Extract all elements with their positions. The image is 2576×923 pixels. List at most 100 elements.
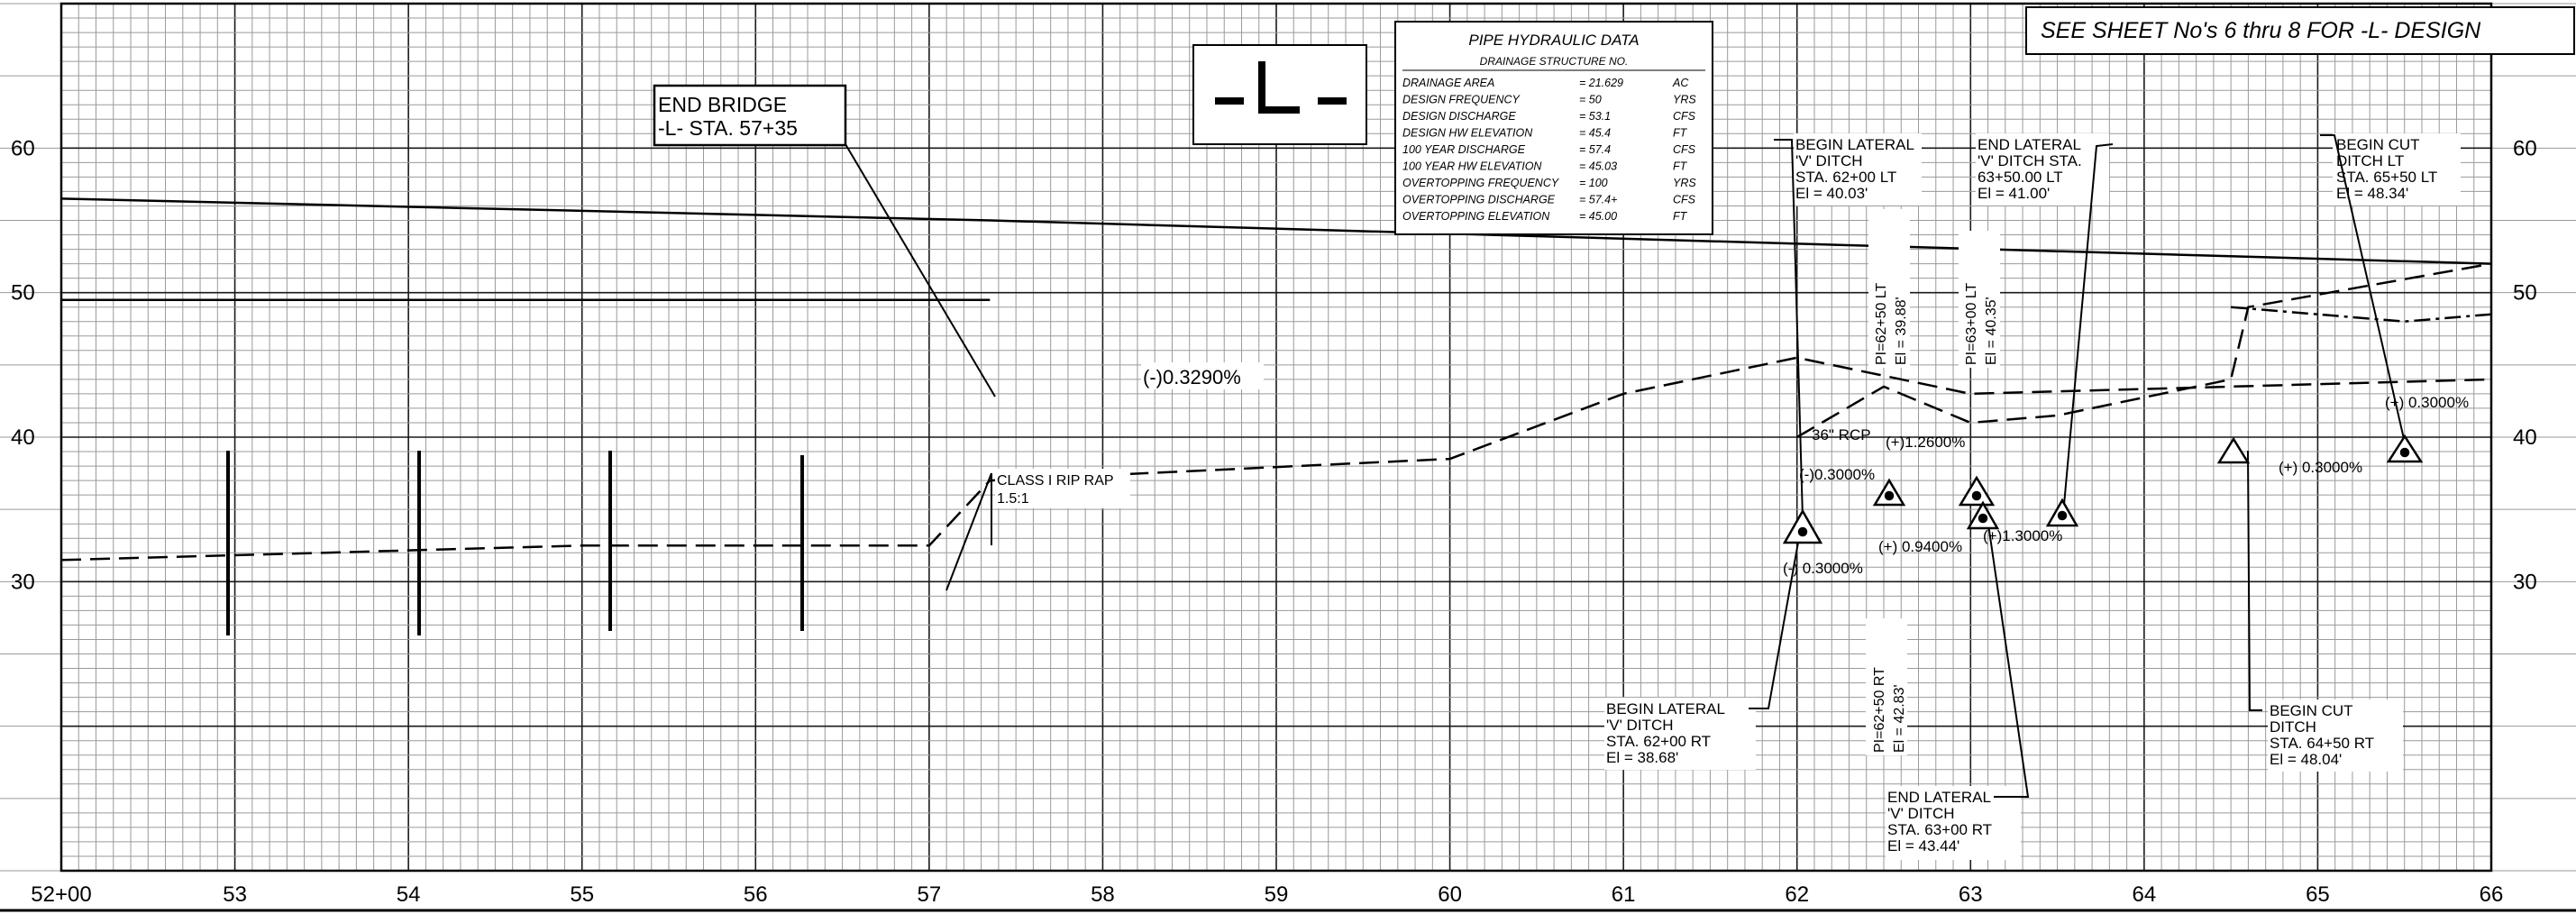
pi-marker-4: [1966, 500, 2000, 530]
profile-line-4: [1796, 262, 2492, 439]
hyd-row-label: DRAINAGE AREA: [1402, 77, 1494, 89]
note-line: STA. 62+00 RT: [1606, 733, 1711, 750]
note-line: STA. 65+50 LT: [2336, 169, 2437, 186]
note-line: 'V' DITCH: [1887, 805, 1955, 822]
ditch-grade-4: (+)1.3000%: [1983, 527, 2062, 544]
pi-markers: [1782, 434, 2424, 544]
hyd-row-unit: CFS: [1673, 143, 1696, 156]
note-line: El = 43.44': [1887, 837, 1959, 854]
end-bridge-box: [653, 84, 847, 147]
ditch-grade-2: (+)1.2600%: [1886, 434, 1965, 451]
pi-marker-1: [1782, 508, 1823, 544]
station-label: 55: [570, 882, 594, 907]
hyd-row-value: = 57.4: [1579, 143, 1611, 156]
hyd-row-label: OVERTOPPING FREQUENCY: [1402, 177, 1560, 189]
end-bridge-line1: END BRIDGE: [658, 93, 787, 116]
elevation-label-left: 30: [11, 570, 35, 594]
pi-6250-lt-label: PI=62+50 LT: [1874, 282, 1889, 365]
riprap-note-bg: [995, 469, 1130, 508]
note-line: El = 48.04': [2270, 751, 2342, 768]
elevation-label-right: 40: [2513, 425, 2537, 450]
end-bridge-leader: [845, 143, 996, 398]
hyd-row-unit: YRS: [1673, 177, 1696, 189]
note-line: BEGIN LATERAL: [1795, 136, 1914, 153]
begin-lateral-lt-leader: [1774, 139, 1804, 519]
elevation-label-left: 50: [11, 281, 35, 306]
hyd-row-value: = 57.4+: [1579, 194, 1617, 206]
pi-6250-rt-label: PI=62+50 RT: [1872, 667, 1887, 753]
station-label: 57: [918, 882, 942, 907]
hyd-row-value: = 53.1: [1579, 110, 1611, 123]
note-line: STA. 62+00 LT: [1795, 169, 1896, 186]
station-label: 64: [2133, 882, 2157, 907]
station-label: 59: [1265, 882, 1289, 907]
end-lateral-lt-leader: [2063, 143, 2114, 506]
ditch-grade-labels: 36" RCP (-)0.3000% (+)1.2600% (+) 0.9400…: [1783, 394, 2469, 577]
pi-6300-lt-el: El = 40.35': [1984, 297, 1999, 365]
hyd-row-unit: FT: [1673, 210, 1688, 223]
pi-6250-lt-bg: [1868, 209, 1910, 368]
hyd-row-value: = 50: [1579, 94, 1602, 106]
note-line: STA. 63+00 RT: [1887, 821, 1992, 838]
riprap-note-line2: 1.5:1: [997, 491, 1029, 507]
station-label: 53: [223, 882, 247, 907]
pi-marker-3: [1958, 475, 1996, 507]
station-label: 65: [2306, 882, 2330, 907]
hydraulic-data-subtitle: DRAINAGE STRUCTURE NO.: [1480, 55, 1629, 68]
hyd-row-label: 100 YEAR DISCHARGE: [1402, 143, 1526, 156]
station-label: 52+00: [31, 882, 91, 907]
grade-label: (-)0.3290%: [1143, 366, 1241, 388]
hyd-row-value: = 21.629: [1579, 77, 1623, 89]
hyd-row-label: OVERTOPPING DISCHARGE: [1402, 194, 1556, 206]
note-line: DITCH LT: [2336, 152, 2404, 169]
station-label: 54: [397, 882, 421, 907]
ditch-grade-5: (-) 0.3000%: [1783, 560, 1863, 577]
pi-6250-rt-el: El = 42.83': [1892, 684, 1907, 753]
ditch-grade-6: (+) 0.3000%: [2279, 459, 2362, 476]
see-sheet-box: [2025, 6, 2575, 55]
note-line: El = 38.68': [1606, 749, 1678, 766]
ditch-grade-1: (-)0.3000%: [1799, 466, 1875, 483]
note-line: 'V' DITCH: [1795, 152, 1863, 169]
hyd-row-unit: FT: [1673, 160, 1688, 173]
end-lateral-lt-bg: [1976, 133, 2109, 206]
elevation-label-left: 60: [11, 136, 35, 160]
station-label: 62: [1785, 882, 1809, 907]
note-line: END LATERAL: [1887, 789, 1991, 806]
hyd-row-unit: AC: [1672, 77, 1689, 89]
note-line: END LATERAL: [1978, 136, 2081, 153]
hyd-row-unit: CFS: [1673, 194, 1696, 206]
grade-label-bg: [1141, 362, 1264, 389]
begin-cut-lt-leader: [2320, 134, 2407, 452]
begin-cut-rt-bg: [2268, 699, 2403, 772]
begin-lateral-rt-bg: [1604, 698, 1756, 770]
pi-6250-lt-el: El = 39.88': [1894, 297, 1909, 365]
riprap-toe-line: [945, 472, 992, 591]
hydraulic-data-table: PIPE HYDRAULIC DATA DRAINAGE STRUCTURE N…: [1394, 21, 1713, 235]
vertical-pi-labels: PI=62+50 LT El = 39.88' PI=63+00 LT El =…: [1866, 209, 2000, 755]
elevation-label-left: 40: [11, 425, 35, 450]
note-line: 63+50.00 LT: [1978, 169, 2063, 186]
pipe-label: 36" RCP: [1812, 426, 1871, 443]
see-sheet-note: SEE SHEET No's 6 thru 8 FOR -L- DESIGN: [2041, 18, 2481, 43]
end-lateral-rt-leader: [1987, 517, 2030, 798]
hyd-row-value: = 100: [1579, 177, 1608, 189]
ditch-grade-7: (+) 0.3000%: [2385, 394, 2469, 411]
alignment-symbol-box: [1192, 44, 1367, 145]
note-line: STA. 64+50 RT: [2270, 735, 2374, 752]
hyd-row-value: = 45.4: [1579, 127, 1611, 140]
pi-marker-2: [1872, 478, 1906, 507]
pi-6250-rt-bg: [1866, 618, 1907, 755]
pi-marker-6: [2216, 436, 2251, 464]
note-line: 'V' DITCH: [1606, 717, 1674, 734]
ditch-grade-3: (+) 0.9400%: [1878, 538, 1962, 555]
